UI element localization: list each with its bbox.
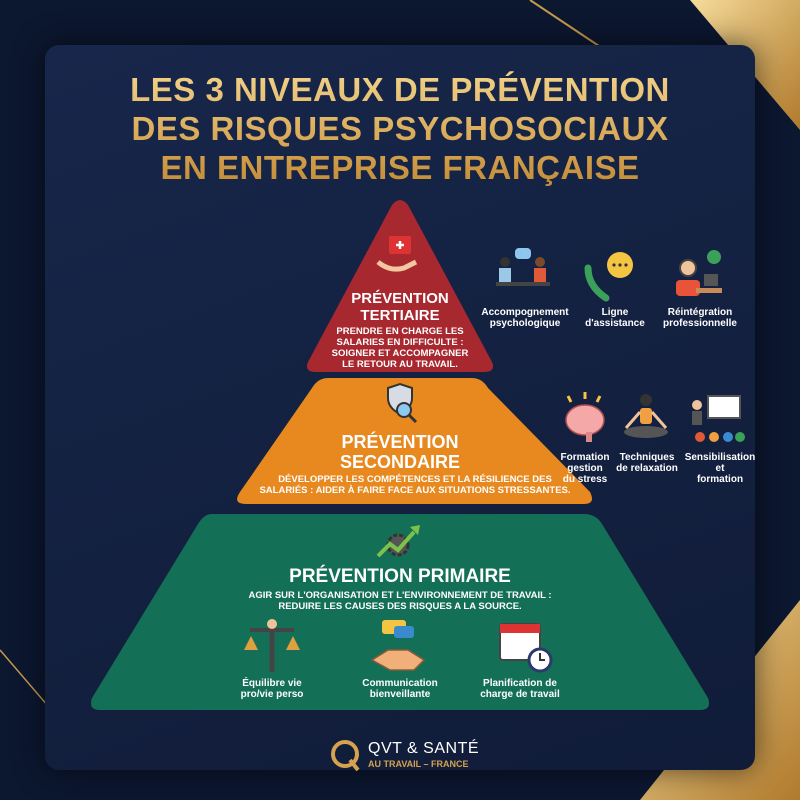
footer-brand: QVT & SANTÉ (368, 740, 480, 757)
shield-magnifier-icon (387, 382, 418, 424)
primary-title: PRÉVENTION PRIMAIRE (289, 566, 511, 587)
secondary-description: DÉVELOPPER LES COMPÉTENCES ET LA RÉSILIE… (259, 474, 571, 496)
secondary-level-shape (237, 378, 592, 504)
counseling-icon (496, 248, 550, 286)
balance-scale-icon (244, 619, 300, 672)
gear-arrow-up-icon (376, 525, 420, 558)
calendar-clock-icon (499, 623, 553, 673)
primary-level-shape (91, 514, 709, 710)
medical-kit-hand-icon (376, 236, 418, 272)
tertiary-level-shape (307, 200, 493, 372)
brain-icon (565, 392, 605, 442)
primary-description: AGIR SUR L'ORGANISATION ET L'ENVIRONNEME… (248, 590, 552, 612)
presentation-icon (692, 395, 745, 442)
footer-subtitle: AU TRAVAIL – FRANCE (368, 759, 469, 769)
phone-chat-icon (584, 252, 633, 302)
q-logo-icon (331, 740, 360, 772)
handshake-icon (370, 620, 426, 671)
worker-desk-check-icon (676, 250, 722, 296)
meditation-icon (624, 394, 668, 438)
